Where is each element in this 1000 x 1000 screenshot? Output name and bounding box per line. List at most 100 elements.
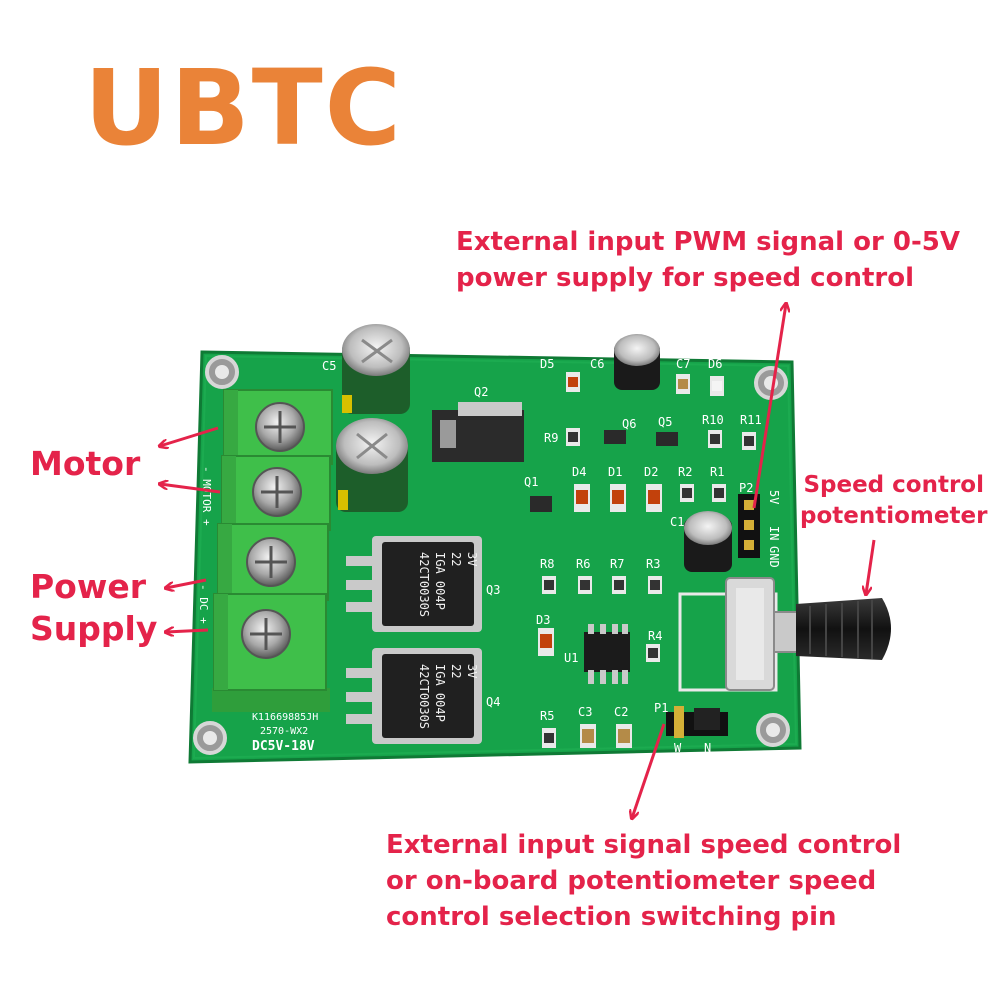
silk-r9: R9: [544, 431, 558, 445]
silk-n: N: [704, 741, 711, 755]
label-switch-line-3: control selection switching pin: [386, 901, 837, 932]
silk-in: IN: [767, 526, 781, 540]
silk-r10: R10: [702, 413, 724, 427]
arrow-power-2: [166, 630, 209, 632]
silk-r1: R1: [710, 465, 724, 479]
silk-r11: R11: [740, 413, 762, 427]
silk-5v: 5V: [767, 490, 781, 504]
label-power-line-2: Supply: [30, 609, 158, 649]
silk-c6: C6: [590, 357, 604, 371]
svg-text:5V: 5V: [767, 490, 781, 504]
terminal-motor-plus: [221, 455, 331, 531]
mosfet-q3-marking-4: 3V: [465, 552, 479, 566]
label-pot-line-2: potentiometer: [800, 503, 988, 530]
arrow-pot: [866, 539, 876, 594]
silkscreen: - MOTOR + - DC + K11669885JH 2570-WX2 DC…: [197, 357, 781, 755]
silk-gnd: GND: [767, 546, 781, 568]
svg-text:42CT0030S: 42CT0030S: [417, 552, 431, 617]
label-potentiometer: Speed control potentiometer: [800, 470, 987, 532]
silk-r8: R8: [540, 557, 554, 571]
silk-q3: Q3: [486, 583, 500, 597]
terminal-motor-minus: [223, 389, 333, 465]
svg-text:IGA 004P: IGA 004P: [433, 664, 447, 722]
mounting-holes: [193, 355, 790, 755]
mosfet-q4-marking-4: 3V: [465, 664, 479, 678]
svg-text:- MOTOR +: - MOTOR +: [200, 466, 213, 526]
svg-text:3V: 3V: [465, 664, 479, 678]
mosfet-q3: 42CT0030S IGA 004P 22 3V: [346, 536, 482, 632]
svg-text:42CT0030S: 42CT0030S: [417, 664, 431, 729]
label-pot-line-1: Speed control: [803, 472, 984, 498]
silk-q4: Q4: [486, 695, 500, 709]
silk-dc: - DC +: [197, 584, 210, 624]
terminal-block: [212, 389, 333, 712]
brand-logo-text: UBTC: [84, 47, 403, 169]
silk-c2: C2: [614, 705, 628, 719]
silk-d1: D1: [608, 465, 622, 479]
svg-text:22: 22: [449, 552, 463, 566]
terminal-dc-minus: [217, 523, 329, 601]
smd-components: [530, 372, 756, 748]
label-switch-line-1: External input signal speed control: [386, 830, 902, 860]
label-power-line-1: Power: [30, 567, 146, 606]
svg-text:- DC +: - DC +: [197, 584, 210, 624]
silk-c1: C1: [670, 515, 684, 529]
header-p2: [738, 494, 760, 558]
silk-d6: D6: [708, 357, 722, 371]
mosfet-q3-marking-2: IGA 004P: [433, 552, 447, 610]
silk-r3: R3: [646, 557, 660, 571]
svg-text:IGA 004P: IGA 004P: [433, 552, 447, 610]
potentiometer: [678, 577, 891, 692]
silk-r2: R2: [678, 465, 692, 479]
silk-motor: - MOTOR +: [200, 466, 213, 526]
silk-r7: R7: [610, 557, 624, 571]
silk-d4: D4: [572, 465, 586, 479]
svg-text:3V: 3V: [465, 552, 479, 566]
arrow-motor-2: [160, 484, 221, 494]
label-power-supply: Power Supply: [30, 566, 157, 650]
svg-text:GND: GND: [767, 546, 781, 568]
header-p1: [666, 706, 728, 738]
silk-r5: R5: [540, 709, 554, 723]
silk-q6: Q6: [622, 417, 636, 431]
mosfet-q4-marking-2: IGA 004P: [433, 664, 447, 722]
mosfet-q3-marking-1: 42CT0030S: [417, 552, 431, 617]
svg-text:IN: IN: [767, 526, 781, 540]
silk-q2: Q2: [474, 385, 488, 399]
arrow-power-1: [166, 578, 207, 588]
silk-r6: R6: [576, 557, 590, 571]
arrow-motor-1: [160, 426, 219, 446]
silk-d3: D3: [536, 613, 550, 627]
capacitor-c1: [684, 511, 732, 572]
annotation-arrows: [160, 304, 876, 818]
silk-d5: D5: [540, 357, 554, 371]
silk-q1: Q1: [524, 475, 538, 489]
terminal-dc-plus: [213, 593, 327, 691]
silk-d2: D2: [644, 465, 658, 479]
label-pwm-line-2: power supply for speed control: [456, 263, 914, 294]
label-motor: Motor: [30, 444, 141, 483]
label-selection-pin: External input signal speed control or o…: [386, 828, 901, 936]
capacitor-c6: [614, 334, 660, 390]
capacitor-c5b: [336, 418, 408, 512]
mosfet-q4-marking-1: 42CT0030S: [417, 664, 431, 729]
silk-w: W: [674, 741, 682, 755]
mosfet-q3-marking-3: 22: [449, 552, 463, 566]
silk-r4: R4: [648, 629, 662, 643]
silk-c3: C3: [578, 705, 592, 719]
silk-c5: C5: [322, 359, 336, 373]
silk-c7: C7: [676, 357, 690, 371]
capacitor-c5: [342, 324, 410, 414]
silk-model-1: K11669885JH: [252, 712, 318, 723]
mosfet-q4: 42CT0030S IGA 004P 22 3V: [346, 648, 482, 744]
silk-model-2: 2570-WX2: [260, 726, 308, 737]
silk-voltage: DC5V-18V: [252, 739, 315, 754]
svg-text:22: 22: [449, 664, 463, 678]
label-pwm-input: External input PWM signal or 0-5V power …: [456, 224, 960, 297]
arrow-pwm: [752, 304, 786, 509]
silk-p1: P1: [654, 701, 668, 715]
silk-q5: Q5: [658, 415, 672, 429]
silk-p2: P2: [739, 481, 753, 495]
arrow-switch: [632, 723, 666, 818]
